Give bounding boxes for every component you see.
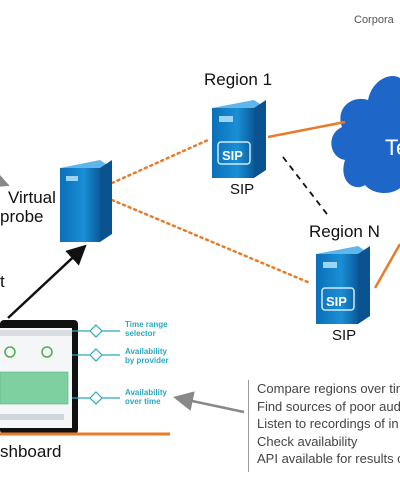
feature-item: Check availability [257,433,358,449]
feature-item: Find sources of poor aud [257,398,400,414]
corporate-label: Corpora [354,14,394,26]
cut-t-label: t [0,272,5,291]
virtual-label: Virtual [8,188,56,207]
feature-item: Listen to recordings of in [257,416,399,431]
cloud-label: Te [385,135,400,160]
dashed-link-region1-regionN [282,156,331,219]
arrow-features-to-dashboard [173,391,245,414]
probe-server-icon [60,160,112,242]
sip-server-icon-regionN [316,246,370,324]
feature-item: API available for results o [257,451,400,466]
link-region1-cloud [267,120,346,139]
dashboard-label: shboard [0,442,62,461]
annotation-availability-time: Availability over time [125,388,167,406]
features-list: Compare regions over tim Find sources of… [248,380,400,472]
regionN-label: Region N [309,222,380,241]
link-regionN-cloud [373,243,400,289]
feature-item: Compare regions over tim [257,381,400,396]
sip-label-regionN: SIP [332,327,357,344]
dotted-link-probe-regionN [110,198,312,285]
dotted-link-probe-region1 [110,138,210,185]
dashboard-laptop [0,320,170,436]
probe-label: probe [0,207,44,226]
arrow-dashboard-to-probe [7,244,87,319]
region1-label: Region 1 [204,70,273,89]
arrow-small-gray [0,169,10,188]
sip-server-icon-region1 [212,100,266,178]
sip-label-region1: SIP [230,181,255,198]
sip-badge-regionN: SIP [326,294,347,309]
sip-badge-region1: SIP [222,148,243,163]
cloud-shape [331,76,400,194]
annotation-connectors [72,324,120,405]
annotation-availability-provider: Availability by provider [125,347,169,365]
annotation-time-range: Time range selector [125,320,168,338]
